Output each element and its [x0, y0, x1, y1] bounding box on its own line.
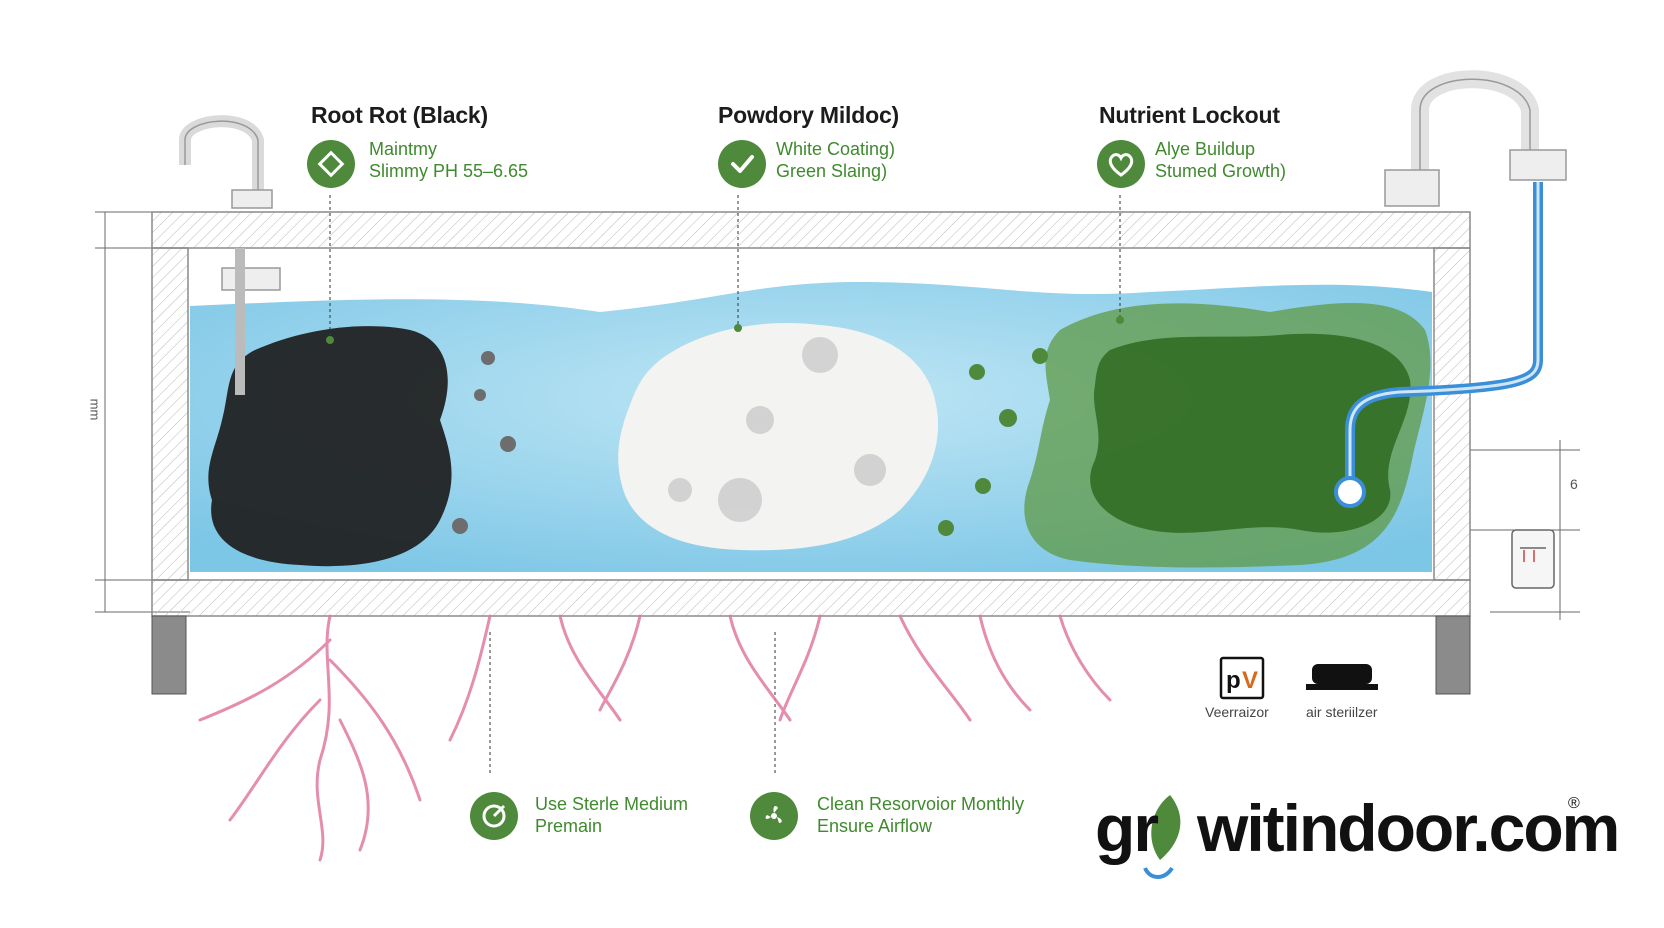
diamond-icon — [307, 140, 355, 188]
problem-title-root-rot: Root Rot (Black) — [311, 102, 488, 128]
problem-detail-line: Stumed Growth) — [1155, 161, 1287, 181]
air-sterilizer-icon — [1306, 664, 1378, 690]
brand-suffix: witindoor.com — [1197, 791, 1620, 865]
problem-title-powdery-mildew: Powdory Mildoc) — [718, 102, 900, 128]
right-outlet-pipe — [1334, 70, 1567, 508]
tip-line: Premain — [535, 816, 603, 836]
right-dimension-mark: 6 — [1570, 476, 1578, 492]
control-box — [1511, 529, 1555, 589]
medium-icon — [470, 792, 518, 840]
mildew-spots — [668, 337, 886, 522]
problem-title-nutrient-lockout: Nutrient Lockout — [1099, 102, 1280, 128]
problem-detail-line: Slimmy PH 55–6.65 — [369, 161, 529, 181]
leader-lines — [329, 195, 1121, 775]
tip-line: Clean Resorvoior Monthly — [817, 794, 1025, 814]
equipment-label-pv: Veerraizor — [1205, 704, 1269, 720]
brand-prefix: gr — [1095, 791, 1159, 865]
left-inlet-pipe — [179, 115, 281, 395]
problem-detail-line: Maintmy — [369, 139, 438, 159]
svg-text:p: p — [1226, 667, 1241, 694]
equipment-label-air-sterilizer: air steriilzer — [1306, 704, 1378, 720]
particles — [452, 348, 1048, 536]
roots — [198, 614, 1112, 862]
nutrient-lockout-patch-inner — [1090, 333, 1411, 533]
problem-detail-line: White Coating) — [776, 139, 896, 159]
fan-icon — [750, 792, 798, 840]
root-rot-patch — [208, 326, 452, 567]
dimension-lines — [95, 211, 1580, 620]
svg-text:V: V — [1242, 667, 1258, 694]
problem-detail-line: Alye Buildup — [1155, 139, 1256, 159]
leaf-logo-icon — [1143, 795, 1181, 879]
pv-meter-icon: p V — [1219, 656, 1265, 700]
heart-leaf-icon — [1097, 140, 1145, 188]
powdery-mildew-patch — [618, 323, 939, 551]
check-icon — [718, 140, 766, 188]
tip-line: Ensure Airflow — [817, 816, 933, 836]
side-dimension-label: mm — [87, 398, 103, 421]
registered-mark: ® — [1568, 795, 1580, 812]
problem-detail-line: Green Slaing) — [776, 161, 888, 181]
reservoir-tank — [151, 211, 1471, 695]
brand-logo: gr witindoor.com — [1095, 790, 1620, 866]
tip-line: Use Sterle Medium — [535, 794, 689, 814]
